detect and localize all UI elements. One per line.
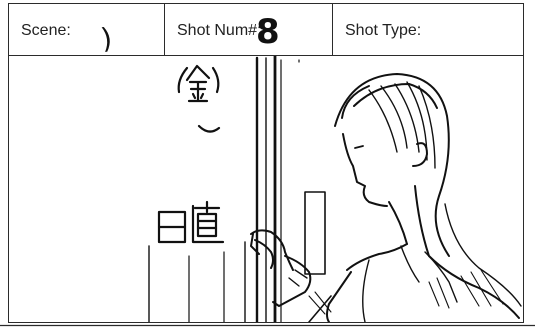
door-frame bbox=[148, 56, 300, 322]
storyboard-header: Scene: ) Shot Num#: 8 Shot Type: bbox=[9, 4, 523, 56]
bottom-edge-line bbox=[0, 324, 535, 327]
shot-type-label: Shot Type: bbox=[345, 22, 422, 39]
scene-value: ) bbox=[98, 21, 115, 56]
duty-sign-upper bbox=[177, 64, 221, 133]
sketch-drawing bbox=[148, 56, 522, 322]
shot-num-cell[interactable]: Shot Num#: 8 bbox=[165, 4, 333, 55]
duty-sign-lower bbox=[157, 200, 225, 244]
shot-type-cell[interactable]: Shot Type: bbox=[333, 4, 522, 55]
sketch-panel bbox=[9, 56, 523, 322]
character-hand bbox=[250, 229, 312, 307]
background-box bbox=[304, 191, 326, 275]
scene-cell[interactable]: Scene: ) bbox=[9, 4, 165, 56]
character-sketch bbox=[308, 73, 522, 322]
scene-label: Scene: bbox=[21, 22, 71, 39]
hatching bbox=[308, 269, 504, 315]
shot-num-label: Shot Num#: bbox=[177, 22, 262, 39]
shot-num-value: 8 bbox=[256, 12, 280, 52]
storyboard-frame: Scene: ) Shot Num#: 8 Shot Type: bbox=[8, 3, 524, 323]
